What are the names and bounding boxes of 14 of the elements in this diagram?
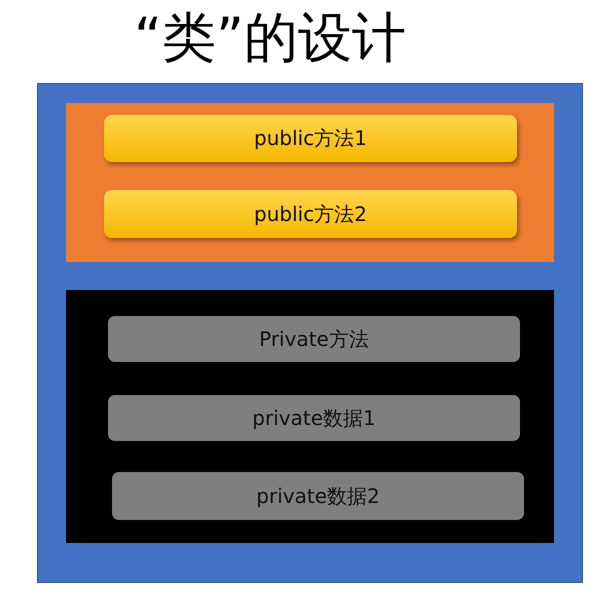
- outer-class-panel: [37, 83, 583, 583]
- item-label: public方法2: [254, 200, 367, 228]
- method-bar: [104, 115, 517, 162]
- item-label: private数据1: [252, 404, 376, 432]
- member-bar: [108, 395, 520, 441]
- public-section-panel: [66, 103, 554, 262]
- item-label: private数据2: [256, 482, 380, 510]
- item-label: Private方法: [259, 326, 369, 352]
- item-label: public方法1: [254, 125, 367, 152]
- member-bar: [112, 472, 524, 520]
- private-section-panel: [66, 290, 554, 543]
- method-bar: [104, 190, 517, 238]
- member-bar: [108, 316, 520, 362]
- diagram-title: “类”的设计: [133, 5, 407, 71]
